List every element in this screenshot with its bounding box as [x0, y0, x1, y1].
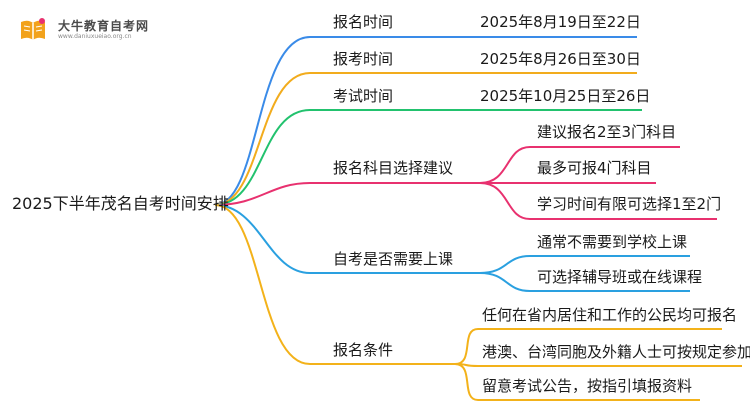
leaf-subject-3[interactable]: 学习时间有限可选择1至2门 — [537, 195, 722, 213]
leaf-baoming-date[interactable]: 2025年8月19日至22日 — [480, 13, 641, 31]
connector-condition-1 — [454, 328, 722, 365]
connector-baokao-time — [214, 72, 637, 206]
leaf-condition-3[interactable]: 留意考试公告，按指引填报资料 — [482, 377, 693, 395]
leaf-baokao-date[interactable]: 2025年8月26日至30日 — [480, 50, 641, 68]
logo-subtitle: www.daniuxueiao.org.cn — [58, 33, 132, 40]
root-topic[interactable]: 2025下半年茂名自考时间安排 — [12, 194, 229, 213]
connector-class-2 — [479, 272, 690, 292]
leaf-class-2[interactable]: 可选择辅导班或在线课程 — [537, 268, 703, 286]
connector-baoming-time — [214, 36, 637, 206]
branch-subjects[interactable]: 报名科目选择建议 — [333, 159, 454, 177]
site-logo[interactable]: 大牛教育自考网 www.daniuxueiao.org.cn — [14, 14, 154, 46]
logo-title: 大牛教育自考网 — [58, 19, 150, 33]
book-icon — [21, 18, 45, 40]
branch-baokao-time[interactable]: 报考时间 — [333, 50, 394, 68]
connector-condition-3 — [454, 363, 700, 401]
connector-condition-2 — [454, 363, 742, 367]
leaf-exam-date[interactable]: 2025年10月25日至26日 — [480, 87, 651, 105]
branch-baoming-time[interactable]: 报名时间 — [333, 13, 394, 31]
branch-conditions[interactable]: 报名条件 — [333, 341, 394, 359]
connector-subjects — [214, 182, 480, 206]
leaf-condition-2[interactable]: 港澳、台湾同胞及外籍人士可按规定参加 — [482, 343, 750, 361]
branch-classes[interactable]: 自考是否需要上课 — [333, 250, 454, 268]
leaf-condition-1[interactable]: 任何在省内居住和工作的公民均可报名 — [482, 306, 738, 324]
leaf-subject-1[interactable]: 建议报名2至3门科目 — [537, 123, 677, 141]
connector-exam-time — [214, 109, 642, 206]
branch-exam-time[interactable]: 考试时间 — [333, 87, 394, 105]
leaf-class-1[interactable]: 通常不需要到学校上课 — [537, 233, 688, 251]
connector-subject-3 — [479, 182, 717, 220]
leaf-subject-2[interactable]: 最多可报4门科目 — [537, 159, 652, 177]
connector-conditions — [214, 204, 455, 365]
connector-class-1 — [479, 255, 690, 274]
connector-classes — [214, 204, 480, 274]
connector-subject-1 — [479, 146, 680, 184]
